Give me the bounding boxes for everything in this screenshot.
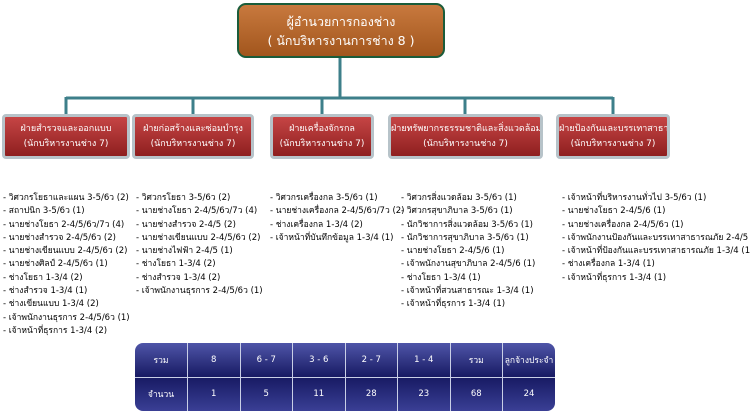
- summary-header-cell: รวม: [135, 343, 188, 378]
- department-subtitle: (นักบริหารงานช่าง 7): [423, 139, 508, 149]
- staff-item: - ช่างเขียนแบบ 1-3/4 (2): [3, 299, 99, 310]
- summary-header-cell: 8: [187, 343, 240, 378]
- staff-item: - นายช่างสำรวจ 2-4/5/6ว (2): [3, 232, 116, 243]
- summary-value-cell: 24: [502, 377, 555, 411]
- summary-header-cell: 2 - 7: [344, 343, 398, 378]
- staff-item: - เจ้าพนักงานธุรการ 2-4/5/6ว (1): [136, 286, 263, 297]
- staff-item: - นายช่างศิลป์ 2-4/5/6ว (1): [3, 259, 108, 270]
- staff-item: - นายช่างเขียนแบบ 2-4/5/6ว (2): [3, 246, 128, 257]
- summary-header-cell: ลูกจ้างประจำ: [502, 343, 555, 378]
- staff-item: - เจ้าหน้าที่ป้องกันและบรรเทาสาธารณภัย 1…: [562, 246, 750, 257]
- summary-value-cell: 11: [292, 377, 345, 411]
- staff-item: - นายช่างเขียนแบบ 2-4/5/6ว (2): [136, 232, 261, 243]
- director-subtitle: ( นักบริหารงานการช่าง 8 ): [267, 33, 415, 48]
- summary-header-cell: 1 - 4: [397, 343, 450, 378]
- staff-list-natural-resources-environment: - วิศวกรสิ่งแวดล้อม 3-5/6ว (1) - วิศวกรส…: [401, 192, 535, 312]
- staff-item: - เจ้าหน้าที่ธุรการ 1-3/4 (2): [3, 325, 108, 336]
- staff-list-machinery: - วิศวกรเครื่องกล 3-5/6ว (1) - นายช่างเค…: [270, 192, 404, 245]
- staff-item: - นายช่างโยธา 2-4/5/6 (1): [401, 246, 505, 257]
- summary-value-row: จำนวน 1 5 11 28 23 68 24: [135, 377, 555, 411]
- summary-value-cell: 68: [449, 377, 503, 411]
- staff-item: - เจ้าพนักงานป้องกันและบรรเทาสาธารณภัย 2…: [562, 232, 750, 243]
- department-title: ฝ่ายป้องกันและบรรเทาสาธารณภัย: [559, 124, 669, 134]
- department-title: ฝ่ายสำรวจและออกแบบ: [20, 124, 112, 134]
- department-title: ฝ่ายทรัพยากรธรรมชาติและสิ่งแวดล้อม: [391, 124, 542, 134]
- summary-header-row: รวม 8 6 - 7 3 - 6 2 - 7 1 - 4 รวม ลูกจ้า…: [135, 343, 555, 378]
- department-survey-design: ฝ่ายสำรวจและออกแบบ (นักบริหารงานช่าง 7): [2, 114, 130, 159]
- staff-item: - เจ้าหน้าที่สวนสาธารณะ 1-3/4 (1): [401, 286, 534, 297]
- department-subtitle: (นักบริหารงานช่าง 7): [150, 139, 236, 149]
- staff-item: - วิศวกรสุขาภิบาล 3-5/6ว (1): [401, 206, 513, 217]
- department-machinery: ฝ่ายเครื่องจักรกล (นักบริหารงานช่าง 7): [270, 114, 374, 159]
- staff-item: - วิศวกรเครื่องกล 3-5/6ว (1): [270, 193, 378, 203]
- staff-item: - เจ้าหน้าที่ธุรการ 1-3/4 (1): [401, 299, 506, 310]
- director-box: ผู้อำนวยการกองช่าง ( นักบริหารงานการช่าง…: [237, 3, 445, 58]
- staff-item: - วิศวกรโยธาและแผน 3-5/6ว (2): [3, 193, 129, 203]
- staff-item: - วิศวกรสิ่งแวดล้อม 3-5/6ว (1): [401, 193, 517, 203]
- staff-item: - ช่างโยธา 1-3/4 (2): [136, 259, 216, 270]
- staff-list-survey-design: - วิศวกรโยธาและแผน 3-5/6ว (2) - สถาปนิก …: [3, 192, 130, 338]
- staff-item: - เจ้าหน้าที่บันทึกข้อมูล 1-3/4 (1): [270, 232, 394, 243]
- summary-header-cell: 6 - 7: [239, 343, 293, 378]
- staff-item: - ช่างโยธา 1-3/4 (1): [401, 272, 481, 283]
- staff-list-disaster-prevention: - เจ้าหน้าที่บริหารงานทั่วไป 3-5/6ว (1) …: [562, 192, 750, 285]
- staff-item: - เจ้าพนักงานสุขาภิบาล 2-4/5/6 (1): [401, 259, 536, 270]
- staff-item: - นายช่างโยธา 2-4/5/6ว/7ว (4): [3, 219, 125, 230]
- summary-header-cell: 3 - 6: [292, 343, 345, 378]
- summary-value-cell: 23: [397, 377, 450, 411]
- staff-item: - นักวิชาการสุขาภิบาล 3-5/6ว (1): [401, 232, 529, 243]
- summary-value-cell: 28: [344, 377, 398, 411]
- department-title: ฝ่ายเครื่องจักรกล: [289, 124, 355, 134]
- staff-item: - ช่างโยธา 1-3/4 (2): [3, 272, 83, 283]
- department-subtitle: (นักบริหารงานช่าง 7): [279, 139, 365, 149]
- staff-item: - นายช่างเครื่องกล 2-4/5/6ว (1): [562, 219, 684, 230]
- staff-item: - นายช่างโยธา 2-4/5/6 (1): [562, 206, 666, 217]
- staff-item: - ช่างเครื่องกล 1-3/4 (1): [562, 259, 655, 270]
- staff-item: - วิศวกรโยธา 3-5/6ว (2): [136, 193, 231, 203]
- summary-table: รวม 8 6 - 7 3 - 6 2 - 7 1 - 4 รวม ลูกจ้า…: [135, 343, 555, 411]
- summary-grid: รวม 8 6 - 7 3 - 6 2 - 7 1 - 4 รวม ลูกจ้า…: [135, 343, 555, 411]
- department-subtitle: (นักบริหารงานช่าง 7): [570, 139, 656, 149]
- staff-item: - ช่างสำรวจ 1-3/4 (2): [136, 272, 221, 283]
- department-title: ฝ่ายก่อสร้างและซ่อมบำรุง: [143, 124, 243, 134]
- summary-value-cell: จำนวน: [147, 390, 175, 401]
- staff-item: - สถาปนิก 3-5/6ว (1): [3, 206, 85, 217]
- staff-list-construction-maintenance: - วิศวกรโยธา 3-5/6ว (2) - นายช่างโยธา 2-…: [136, 192, 263, 298]
- summary-value-cell: 5: [239, 377, 293, 411]
- staff-item: - เจ้าหน้าที่บริหารงานทั่วไป 3-5/6ว (1): [562, 193, 707, 203]
- staff-item: - ช่างเครื่องกล 1-3/4 (2): [270, 219, 363, 230]
- director-title: ผู้อำนวยการกองช่าง: [286, 14, 396, 29]
- staff-item: - เจ้าพนักงานธุรการ 2-4/5/6ว (1): [3, 312, 130, 323]
- department-construction-maintenance: ฝ่ายก่อสร้างและซ่อมบำรุง (นักบริหารงานช่…: [132, 114, 254, 159]
- summary-value-cell: 1: [187, 377, 240, 411]
- department-disaster-prevention: ฝ่ายป้องกันและบรรเทาสาธารณภัย (นักบริหาร…: [556, 114, 670, 159]
- staff-item: - ช่างสำรวจ 1-3/4 (1): [3, 286, 88, 297]
- staff-item: - เจ้าหน้าที่ธุรการ 1-3/4 (1): [562, 272, 667, 283]
- staff-item: - นายช่างสำรวจ 2-4/5 (2): [136, 219, 236, 230]
- staff-item: - นายช่างเครื่องกล 2-4/5/6ว/7ว (2): [270, 206, 405, 217]
- department-subtitle: (นักบริหารงานช่าง 7): [23, 139, 109, 149]
- staff-item: - นายช่างไฟฟ้า 2-4/5 (1): [136, 246, 233, 257]
- department-natural-resources-environment: ฝ่ายทรัพยากรธรรมชาติและสิ่งแวดล้อม (นักบ…: [388, 114, 543, 159]
- staff-item: - นายช่างโยธา 2-4/5/6ว/7ว (4): [136, 206, 258, 217]
- summary-header-cell: รวม: [449, 343, 503, 378]
- staff-item: - นักวิชาการสิ่งแวดล้อม 3-5/6ว (1): [401, 219, 533, 230]
